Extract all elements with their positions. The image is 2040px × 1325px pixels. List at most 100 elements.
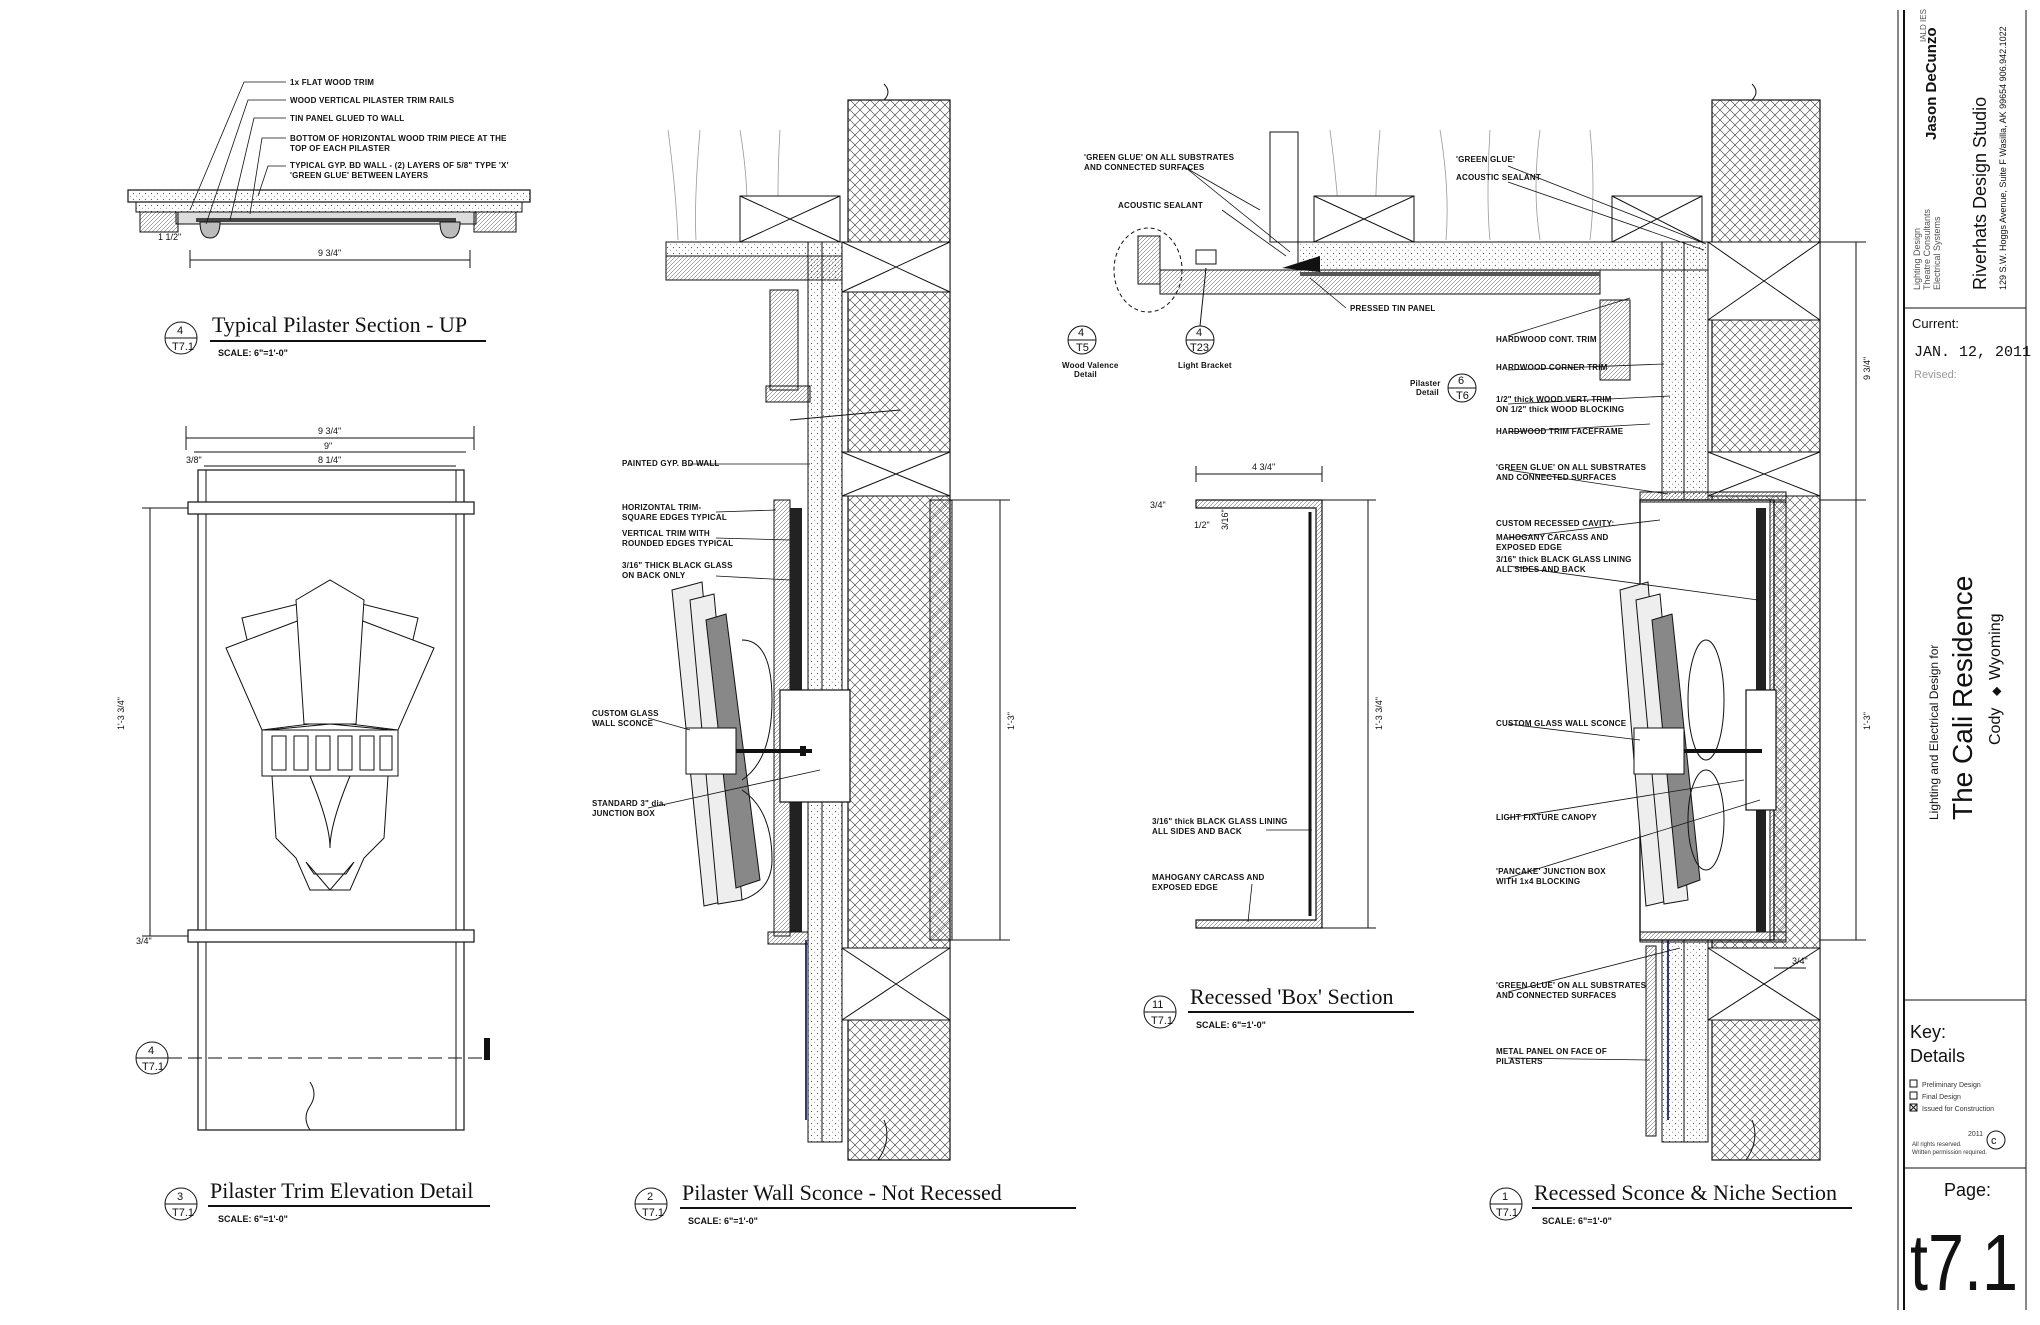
d11-a-dim: 3/4": [1150, 500, 1166, 510]
d1-note-10: CUSTOM RECESSED CAVITY:: [1496, 519, 1614, 528]
d3-small-dim: 3/8": [186, 455, 202, 465]
current-date: JAN. 12, 2011: [1914, 344, 2031, 361]
d2-note-3: SQUARE EDGES TYPICAL: [622, 513, 727, 522]
d4-note-6: TYPICAL GYP. BD WALL - (2) LAYERS OF 5/8…: [290, 161, 509, 170]
d1-depth-dim: 3/4": [1792, 956, 1808, 966]
ref4-sheet: T5: [1076, 342, 1089, 354]
copyright-icon: [1986, 1130, 2006, 1150]
legend-box-1: [1909, 1079, 1918, 1088]
d1-height-dim: 9 3/4": [1862, 357, 1872, 380]
d11-note-1: 3/16" thick BLACK GLASS LINING: [1152, 817, 1288, 826]
legend-2: Final Design: [1922, 1094, 1961, 1101]
d11-note-3: MAHOGANY CARCASS AND: [1152, 873, 1264, 882]
d3-callout-sheet: T7.1: [142, 1061, 164, 1073]
studio-address: 129 S.W. Hoggs Avenue, Suite F Wasilla, …: [1998, 26, 2008, 290]
service-2: Theatre Consultants: [1922, 208, 1932, 290]
d2-note-1: PAINTED GYP. BD WALL: [622, 459, 720, 468]
ref6-sheet: T6: [1456, 390, 1469, 402]
d1-note-22: PILASTERS: [1496, 1057, 1543, 1066]
d11-scale: SCALE: 6"=1'-0": [1196, 1020, 1266, 1030]
d2-note-7: ON BACK ONLY: [622, 571, 686, 580]
project-city: Cody: [1987, 708, 2004, 745]
d3-total-dim: 9 3/4": [318, 426, 341, 436]
key-value: Details: [1910, 1046, 1965, 1066]
d2-note-11: JUNCTION BOX: [592, 809, 655, 818]
d3-number: 3: [177, 1191, 183, 1203]
d11-title: Recessed 'Box' Section: [1190, 984, 1393, 1009]
d11-c-dim: 3/16": [1220, 509, 1230, 530]
d4-number: 4: [177, 325, 183, 337]
title-block: Jason DeCunzo IALD IES Lighting Design T…: [1897, 9, 2031, 1310]
current-label: Current:: [1912, 316, 1959, 331]
project-for: Lighting and Electrical Design for: [1927, 645, 1941, 820]
d2-note-6: 3/16" THICK BLACK GLASS: [622, 561, 733, 570]
service-1: Lighting Design: [1912, 228, 1922, 290]
d1-note-18: WITH 1x4 BLOCKING: [1496, 877, 1580, 886]
d1-sheet: T7.1: [1496, 1207, 1518, 1219]
designer-name: Jason DeCunzo: [1923, 27, 1940, 140]
d1-note-11: MAHOGANY CARCASS AND: [1496, 533, 1608, 542]
d2-number: 2: [647, 1191, 653, 1203]
d4-note-4: BOTTOM OF HORIZONTAL WOOD TRIM PIECE AT …: [290, 134, 507, 143]
detail-11-recessed-box-section: 4 3/4" 1'-3 3/4" 3/4" 1/2" 3/16" 3/16" t…: [1143, 462, 1414, 1030]
d1-note-6: ON 1/2" thick WOOD BLOCKING: [1496, 405, 1624, 414]
d4-note-3: TIN PANEL GLUED TO WALL: [290, 114, 404, 123]
d1-note-5: 1/2" thick WOOD VERT. TRIM: [1496, 395, 1612, 404]
d2-title: Pilaster Wall Sconce - Not Recessed: [682, 1180, 1002, 1205]
d1-note-21: METAL PANEL ON FACE OF: [1496, 1047, 1607, 1056]
d3-inner-dim: 9": [324, 441, 332, 451]
d4-note-5: TOP OF EACH PILASTER: [290, 144, 390, 153]
project-diamond-icon: ◆: [1989, 686, 2003, 696]
d1-number: 1: [1502, 1191, 1508, 1203]
d1-height2-dim: 1'-3": [1862, 712, 1872, 730]
page-label: Page:: [1944, 1180, 1991, 1200]
d4-scale: SCALE: 6"=1'-0": [218, 348, 288, 358]
ref6-label: Pilaster: [1410, 379, 1441, 388]
d3-base-dim: 3/4": [136, 936, 152, 946]
detail-3-pilaster-trim-elevation: 9 3/4" 9" 8 1/4" 3/8": [116, 426, 490, 1224]
legend-3: Issued for Construction: [1922, 1106, 1994, 1113]
d4-note-7: 'GREEN GLUE' BETWEEN LAYERS: [290, 171, 429, 180]
d2-note-2: HORIZONTAL TRIM-: [622, 503, 701, 512]
d3-title: Pilaster Trim Elevation Detail: [210, 1178, 473, 1203]
project-state: Wyoming: [1987, 613, 2004, 680]
legend-1: Preliminary Design: [1922, 1082, 1981, 1089]
d1-left-note-3: ACOUSTIC SEALANT: [1118, 201, 1203, 210]
copyright-c-glyph: c: [1991, 1135, 1997, 1147]
d1-note-4: HARDWOOD CORNER TRIM: [1496, 363, 1608, 372]
d4-note-2: WOOD VERTICAL PILASTER TRIM RAILS: [290, 96, 455, 105]
d1-left-note-1: 'GREEN GLUE' ON ALL SUBSTRATES: [1084, 153, 1235, 162]
d2-height-dim: 1'-3": [1006, 712, 1016, 730]
d3-sheet: T7.1: [172, 1207, 194, 1219]
d2-note-9: WALL SCONCE: [592, 719, 654, 728]
ref6-label2: Detail: [1416, 388, 1439, 397]
designer-suffix: IALD IES: [1919, 9, 1928, 42]
key-label: Key:: [1910, 1022, 1946, 1042]
page-number: t7.1: [1910, 1218, 2018, 1307]
d1-note-14: ALL SIDES AND BACK: [1496, 565, 1586, 574]
d4-left-dim: 1 1/2": [158, 232, 181, 242]
d4-sheet: T7.1: [172, 341, 194, 353]
ref4b-label: Light Bracket: [1178, 361, 1232, 370]
ref4-label2: Detail: [1074, 370, 1097, 379]
project-name: The Cali Residence: [1947, 576, 1978, 820]
d1-note-16: LIGHT FIXTURE CANOPY: [1496, 813, 1597, 822]
d4-title: Typical Pilaster Section - UP: [212, 312, 467, 337]
copyright-line-1: All rights reserved.: [1912, 1142, 1962, 1148]
copyright-line-2: Written permission required.: [1912, 1150, 1987, 1156]
legend-check-icon: [1909, 1103, 1918, 1112]
d11-b-dim: 1/2": [1194, 520, 1210, 530]
d2-sheet: T7.1: [642, 1207, 664, 1219]
d1-note-12: EXPOSED EDGE: [1496, 543, 1562, 552]
d11-note-4: EXPOSED EDGE: [1152, 883, 1218, 892]
d1-note-15: CUSTOM GLASS WALL SCONCE: [1496, 719, 1627, 728]
d2-note-5: ROUNDED EDGES TYPICAL: [622, 539, 733, 548]
d1-note-9: AND CONNECTED SURFACES: [1496, 473, 1617, 482]
d11-note-2: ALL SIDES AND BACK: [1152, 827, 1242, 836]
detail-4-typical-pilaster-section: 9 3/4" 1 1/2" 1x FLAT WOOD TRIM WOOD VER…: [127, 78, 531, 358]
d1-note-20: AND CONNECTED SURFACES: [1496, 991, 1617, 1000]
d11-sheet: T7.1: [1151, 1015, 1173, 1027]
d11-width-dim: 4 3/4": [1252, 462, 1275, 472]
